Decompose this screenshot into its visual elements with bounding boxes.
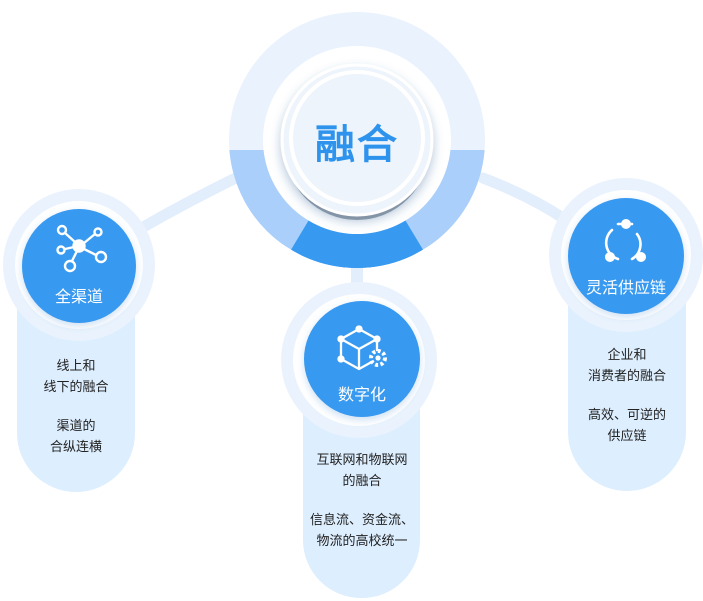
node-supply-chain <box>549 178 703 332</box>
cycle-arrows-icon <box>604 219 646 262</box>
network-nodes-icon <box>56 224 108 273</box>
desc-supply-chain: 企业和 消费者的融合 高效、可逆的 供应链 <box>577 345 677 447</box>
desc-line: 线上和 <box>56 359 96 374</box>
desc-line: 供应链 <box>607 429 647 444</box>
center-title: 融合 <box>315 122 399 168</box>
desc-line: 互联网和物联网 <box>316 453 408 468</box>
node-label-digital: 数字化 <box>337 385 386 404</box>
desc-digital: 互联网和物联网 的融合 信息流、资金流、 物流的高校统一 <box>301 450 423 552</box>
desc-line: 物流的高校统一 <box>316 534 408 549</box>
desc-line: 消费者的融合 <box>587 369 666 384</box>
node-omnichannel <box>3 189 155 341</box>
desc-line: 的融合 <box>342 474 382 489</box>
desc-line: 线下的融合 <box>43 380 109 395</box>
desc-line: 信息流、资金流、 <box>309 513 414 528</box>
desc-line: 高效、可逆的 <box>587 408 666 423</box>
node-label-supply-chain: 灵活供应链 <box>585 278 666 297</box>
desc-omnichannel: 线上和 线下的融合 渠道的 合纵连横 <box>26 356 126 458</box>
desc-line: 渠道的 <box>56 419 96 434</box>
connector-right <box>477 172 572 226</box>
desc-line: 合纵连横 <box>49 440 102 455</box>
connector-left <box>132 166 254 236</box>
node-label-omnichannel: 全渠道 <box>54 287 103 306</box>
desc-line: 企业和 <box>607 348 647 363</box>
cube-gear-icon <box>337 325 387 371</box>
